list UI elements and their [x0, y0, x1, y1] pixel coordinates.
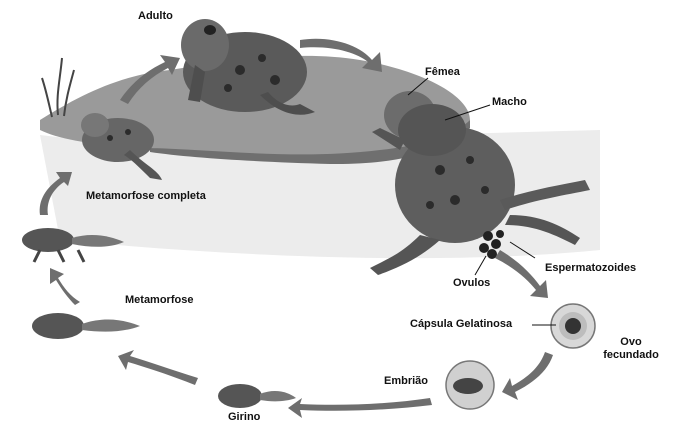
label-fecundado: fecundado [596, 349, 666, 362]
label-girino: Girino [228, 411, 260, 424]
label-macho: Macho [492, 96, 527, 109]
fertilized-egg [551, 304, 595, 348]
label-ovulos: Ovulos [453, 277, 490, 290]
label-espermatozoides: Espermatozoides [545, 262, 636, 275]
label-femea: Fêmea [425, 66, 460, 79]
label-adulto: Adulto [138, 10, 173, 23]
label-metamorfose: Metamorfose [125, 294, 193, 307]
label-ovo: Ovo [596, 336, 666, 349]
label-capsula-gelatinosa: Cápsula Gelatinosa [410, 318, 512, 331]
label-metamorfose-completa: Metamorfose completa [86, 190, 206, 203]
tadpole-metamorfose [32, 313, 140, 339]
label-embriao: Embrião [384, 375, 428, 388]
embryo [446, 361, 494, 409]
tadpole-girino [218, 384, 296, 408]
label-ovo-fecundado: Ovo fecundado [596, 336, 666, 362]
